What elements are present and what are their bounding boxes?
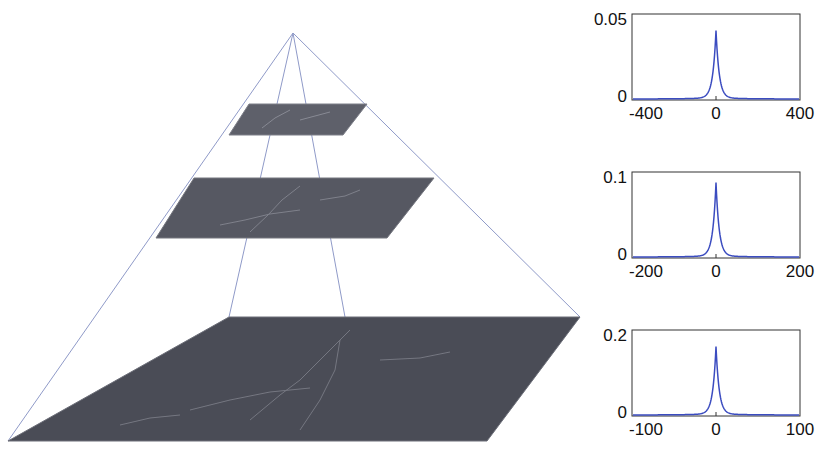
pyramid-level <box>8 317 580 441</box>
axis-tick <box>716 96 717 100</box>
image-plane <box>229 104 367 135</box>
x-axis-label: 100 <box>786 421 814 439</box>
histogram-curve <box>633 31 799 99</box>
plot-frame <box>632 330 800 416</box>
histogram-group <box>632 14 800 416</box>
x-axis-label: 400 <box>786 105 814 123</box>
pyramid-lines <box>8 33 580 441</box>
plot-frame <box>632 14 800 100</box>
y-axis-label: 0 <box>618 88 627 106</box>
x-axis-label: 0 <box>711 263 720 281</box>
pyramid-edge <box>293 33 345 317</box>
pyramid-level <box>229 104 367 135</box>
histogram-curve <box>633 183 799 257</box>
x-axis-label: -200 <box>629 263 663 281</box>
axis-tick <box>716 254 717 258</box>
x-axis-label: -100 <box>629 421 663 439</box>
axis-tick <box>716 412 717 416</box>
x-axis-label: 0 <box>711 421 720 439</box>
y-axis-label: 0.05 <box>594 11 627 29</box>
x-axis-label: 0 <box>711 105 720 123</box>
pyramid-edge <box>229 33 293 317</box>
x-axis-label: 200 <box>786 263 814 281</box>
y-axis-label: 0 <box>618 404 627 422</box>
y-axis-label: 0.1 <box>603 169 627 187</box>
plot-frame <box>632 172 800 258</box>
pyramid-level <box>156 178 434 238</box>
x-axis-label: -400 <box>629 105 663 123</box>
y-axis-label: 0 <box>618 246 627 264</box>
image-plane <box>156 178 434 238</box>
histogram-curve <box>633 347 799 415</box>
image-plane <box>8 317 580 441</box>
pyramid-edge <box>293 33 580 317</box>
y-axis-label: 0.2 <box>603 327 627 345</box>
